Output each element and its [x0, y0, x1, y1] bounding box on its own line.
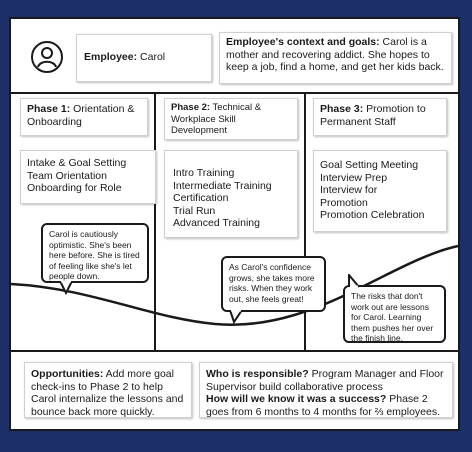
opportunities-box: Opportunities: Add more goal check-ins t… [24, 362, 192, 418]
phase-3-step-5: Promotion Celebration [320, 209, 425, 221]
responsible-label: Who is responsible? [206, 368, 309, 380]
phase-2-title: Technical & Workplace Skill Development [171, 102, 262, 136]
phase-1-step-3: Onboarding for Role [27, 182, 122, 194]
phase-2-step-4: Trial Run [173, 204, 216, 217]
bubble-phase-1-tail [59, 281, 73, 295]
bubble-phase-3: The risks that don't work out are lesson… [343, 285, 446, 343]
opportunities-label: Opportunities: [31, 368, 104, 380]
success-text: Phase 2 goes from 6 months to 4 months f… [206, 393, 441, 418]
phase-3-step-1: Goal Setting Meeting [320, 159, 419, 171]
header-divider [9, 92, 460, 94]
employee-name-box: Employee: Carol [76, 34, 212, 82]
accountability-box: Who is responsible? Program Manager and … [199, 362, 453, 418]
phase-divider-1 [154, 92, 156, 352]
phase-3-step-4: Promotion [320, 196, 368, 209]
bubble-phase-3-text: The risks that don't work out are lesson… [351, 291, 434, 343]
phase-1-number: Phase 1: [27, 103, 71, 115]
phase-1-title: Orientation & Onboarding [27, 103, 135, 128]
context-box: Employee's context and goals: Carol is a… [219, 32, 452, 84]
phase-1-steps: Intake & Goal Setting Team Orientation O… [20, 150, 156, 204]
context-label: Employee's context and goals: [226, 36, 380, 48]
phase-2-header: Phase 2: Technical & Workplace Skill Dev… [164, 98, 298, 140]
phase-2-step-2: Intermediate Training [173, 179, 272, 192]
success-label: How will we know it was a success? [206, 393, 387, 405]
phase-3-step-3: Interview for [320, 184, 378, 196]
bubble-phase-2-text: As Carol's confidence grows, she takes m… [229, 262, 315, 304]
employee-name: Carol [140, 51, 166, 63]
phase-divider-2 [304, 92, 306, 352]
opportunities-text: Add more goal check-ins to Phase 2 to he… [31, 368, 184, 418]
user-icon [30, 40, 64, 74]
phase-2-number: Phase 2: [171, 102, 211, 113]
bubble-phase-2-tail [229, 310, 243, 324]
phase-2-steps: Intro Training Intermediate Training Cer… [164, 150, 298, 238]
bubble-phase-1: Carol is cautiously optimistic. She's be… [41, 223, 149, 283]
context-text: Carol is a mother and recovering addict.… [226, 36, 444, 73]
phase-3-header: Phase 3: Promotion to Permanent Staff [313, 98, 447, 136]
employee-label: Employee: [84, 51, 138, 63]
phase-1-step-1: Intake & Goal Setting [27, 157, 127, 169]
phase-2-step-3: Certification [173, 192, 229, 204]
bubble-phase-3-tail [348, 274, 360, 288]
phase-3-steps: Goal Setting Meeting Interview Prep Inte… [313, 150, 447, 232]
bubble-phase-1-text: Carol is cautiously optimistic. She's be… [49, 229, 140, 281]
bubble-phase-2: As Carol's confidence grows, she takes m… [221, 256, 326, 312]
phase-3-title: Promotion to Permanent Staff [320, 103, 426, 128]
phase-2-step-1: Intro Training [173, 167, 235, 179]
phase-2-step-5: Advanced Training [173, 217, 260, 229]
responsible-text: Program Manager and Floor Supervisor bui… [206, 368, 444, 393]
footer-divider [9, 350, 460, 352]
phase-3-step-2: Interview Prep [320, 171, 388, 184]
phase-1-step-2: Team Orientation [27, 169, 107, 182]
phase-1-header: Phase 1: Orientation & Onboarding [20, 98, 148, 136]
phase-3-number: Phase 3: [320, 103, 364, 115]
